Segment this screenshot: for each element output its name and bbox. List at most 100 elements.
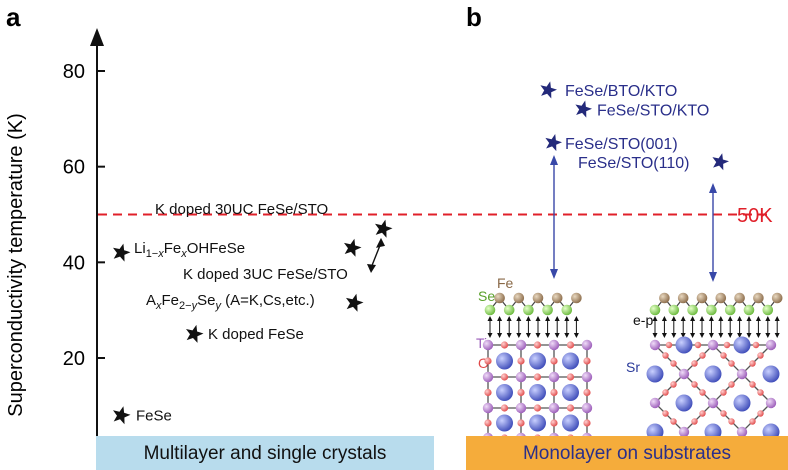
ti-atom bbox=[649, 397, 661, 409]
ti-atom bbox=[515, 402, 527, 414]
se-atom bbox=[484, 304, 496, 316]
se-atom bbox=[523, 304, 534, 316]
fe-atom-label: Fe bbox=[497, 275, 514, 291]
sr-atom bbox=[529, 384, 546, 401]
y-tick-label: 20 bbox=[63, 348, 85, 370]
o-atom bbox=[484, 357, 492, 365]
panel-b-label: b bbox=[466, 2, 482, 32]
label-fese-sto-kto: FeSe/STO/KTO bbox=[597, 102, 709, 119]
o-atom bbox=[583, 388, 591, 397]
o-atom bbox=[720, 352, 727, 359]
fe-atom bbox=[734, 292, 745, 304]
panel-b-banner-text: Monolayer on substrates bbox=[523, 443, 731, 464]
label-fese-sto-110: FeSe/STO(110) bbox=[578, 155, 689, 172]
panel-a-banner bbox=[96, 436, 434, 470]
o-atom bbox=[484, 419, 492, 427]
o-atom bbox=[533, 373, 542, 381]
o-atom bbox=[749, 360, 756, 367]
fe-atom bbox=[513, 292, 525, 304]
ti-atom bbox=[736, 368, 748, 380]
ti-atom bbox=[649, 339, 661, 351]
ti-atom bbox=[548, 339, 560, 351]
sr-atom bbox=[529, 414, 546, 432]
o-atom bbox=[694, 341, 702, 349]
o-atom bbox=[670, 381, 677, 388]
o-atom bbox=[749, 381, 756, 388]
o-atom bbox=[699, 389, 706, 396]
ti-atom bbox=[515, 371, 527, 383]
data-point-star bbox=[545, 134, 562, 152]
ti-atom bbox=[581, 402, 593, 414]
o-atom bbox=[583, 357, 591, 365]
sr-atom bbox=[675, 336, 693, 354]
label-lifeoh-fese: Li1−xFexOHFeSe bbox=[134, 240, 245, 260]
se-atom bbox=[706, 304, 717, 316]
ti-atom bbox=[678, 426, 690, 438]
se-atom bbox=[542, 304, 553, 316]
sr-atom bbox=[529, 352, 546, 370]
data-point-star bbox=[113, 243, 131, 262]
y-axis bbox=[90, 28, 104, 452]
o-atom bbox=[728, 418, 735, 425]
se-atom bbox=[687, 304, 698, 316]
arrow-sto001-icon bbox=[550, 155, 558, 279]
se-atom bbox=[743, 304, 755, 316]
ti-atom bbox=[765, 339, 777, 351]
fe-atom bbox=[753, 292, 764, 304]
sr-atom bbox=[562, 414, 579, 432]
ti-atom-label: Ti bbox=[476, 335, 487, 351]
fe-atom bbox=[771, 292, 783, 304]
fe-atom bbox=[532, 292, 544, 304]
o-atom bbox=[691, 360, 698, 367]
sr-atom bbox=[496, 414, 513, 432]
data-point-star bbox=[346, 293, 364, 312]
sr-atom bbox=[675, 394, 693, 412]
sr-atom bbox=[762, 365, 780, 383]
o-atom bbox=[517, 388, 525, 397]
y-tick-label: 80 bbox=[63, 61, 85, 83]
sr-atom bbox=[496, 384, 513, 401]
se-atom bbox=[668, 304, 680, 316]
fese-sto001-lattice bbox=[482, 292, 593, 444]
o-atom bbox=[699, 410, 706, 417]
o-atom bbox=[500, 341, 509, 349]
o-atom bbox=[728, 360, 735, 367]
sr-atom bbox=[646, 365, 664, 383]
o-atom bbox=[662, 410, 669, 417]
o-atom-label: O bbox=[478, 355, 489, 371]
o-atom bbox=[662, 352, 669, 359]
data-point-star bbox=[113, 406, 131, 425]
label-k-doped-fese: K doped FeSe bbox=[208, 326, 304, 343]
o-atom bbox=[670, 360, 677, 367]
fe-atom bbox=[551, 292, 563, 304]
data-point-star bbox=[712, 153, 729, 171]
label-fese: FeSe bbox=[136, 407, 172, 424]
o-atom bbox=[566, 404, 575, 412]
ti-atom bbox=[581, 371, 593, 383]
label-k-doped-3uc: K doped 3UC FeSe/STO bbox=[183, 266, 348, 283]
o-atom bbox=[757, 389, 764, 396]
se-atom bbox=[503, 304, 515, 316]
threshold-50k-label: 50K bbox=[737, 205, 773, 227]
sr-atom bbox=[562, 384, 579, 401]
y-axis-arrow-icon bbox=[90, 28, 104, 46]
double-arrow-icon bbox=[367, 237, 385, 273]
se-atom bbox=[561, 304, 573, 316]
ti-atom bbox=[482, 371, 494, 383]
ti-atom bbox=[707, 397, 719, 409]
data-point-star bbox=[575, 100, 592, 118]
o-atom bbox=[691, 418, 698, 425]
ti-atom bbox=[482, 402, 494, 414]
o-atom bbox=[749, 418, 756, 425]
y-tick-label: 40 bbox=[63, 252, 85, 274]
sr-atom bbox=[704, 365, 722, 383]
o-atom bbox=[723, 341, 731, 349]
o-atom bbox=[566, 373, 575, 381]
se-atom bbox=[724, 304, 736, 316]
o-atom bbox=[757, 410, 764, 417]
ti-atom bbox=[548, 402, 560, 414]
data-point-star bbox=[540, 81, 557, 99]
panel-b-banner bbox=[466, 436, 788, 470]
